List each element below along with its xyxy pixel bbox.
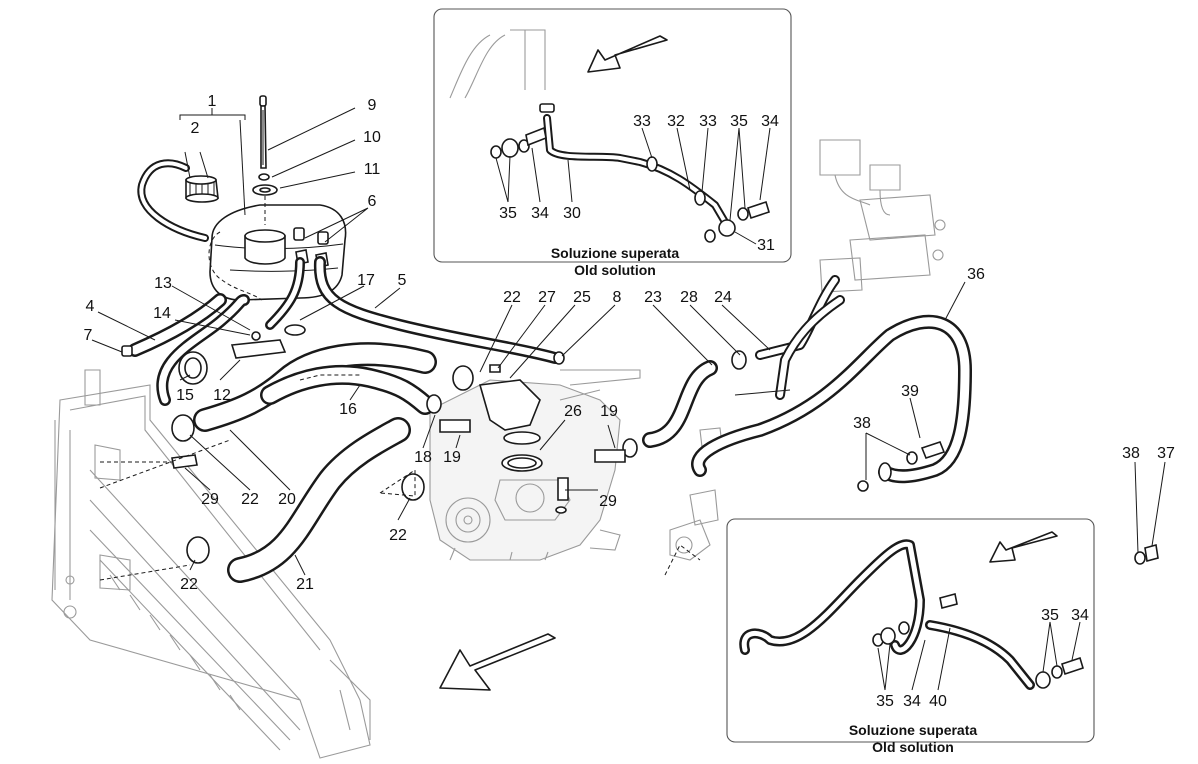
callout-26: 26 bbox=[564, 403, 582, 420]
callout-12: 12 bbox=[213, 387, 231, 404]
hoses bbox=[128, 159, 972, 583]
inset-bottom-callout-34-a: 34 bbox=[903, 693, 921, 710]
radiator-ghost bbox=[51, 369, 371, 759]
inset-top-callout-33-b: 33 bbox=[699, 113, 717, 130]
callout-22-middle: 22 bbox=[389, 527, 407, 544]
inset-top-callout-34-a: 34 bbox=[761, 113, 779, 130]
callout-29-right: 29 bbox=[599, 493, 617, 510]
inset-top-caption-line2: Old solution bbox=[574, 262, 656, 278]
level-sensor-rod bbox=[252, 95, 278, 225]
callout-16: 16 bbox=[339, 401, 357, 418]
callout-labels: 1 2 9 10 11 6 13 17 5 4 14 7 15 12 16 22… bbox=[84, 93, 1175, 710]
callout-24: 24 bbox=[714, 289, 732, 306]
callout-38-right: 38 bbox=[853, 415, 871, 432]
inset-top-callout-34-b: 34 bbox=[531, 205, 549, 222]
bleed-valve-ghost bbox=[669, 427, 723, 561]
callout-23: 23 bbox=[644, 289, 662, 306]
callout-17: 17 bbox=[357, 272, 375, 289]
inset-captions: Soluzione superata Old solution Soluzion… bbox=[551, 245, 978, 755]
inset-top-callout-35-b: 35 bbox=[499, 205, 517, 222]
callout-22-bottom: 22 bbox=[180, 576, 198, 593]
callout-28: 28 bbox=[680, 289, 698, 306]
callout-18: 18 bbox=[414, 449, 432, 466]
callout-39: 39 bbox=[901, 383, 919, 400]
callout-11: 11 bbox=[364, 161, 381, 178]
callout-22-top: 22 bbox=[503, 289, 521, 306]
callout-29-left: 29 bbox=[201, 491, 219, 508]
callout-14: 14 bbox=[153, 305, 171, 322]
callout-4: 4 bbox=[86, 298, 95, 315]
callout-9: 9 bbox=[368, 97, 377, 114]
inset-bottom-callout-35-b: 35 bbox=[1041, 607, 1059, 624]
callout-37: 37 bbox=[1157, 445, 1175, 462]
callout-13: 13 bbox=[154, 275, 172, 292]
callout-38-far-right: 38 bbox=[1122, 445, 1140, 462]
inset-bottom-caption-line1: Soluzione superata bbox=[849, 722, 978, 738]
inset-bottom-callout-34-b: 34 bbox=[1071, 607, 1089, 624]
leader-dashes bbox=[99, 374, 701, 581]
inset-bottom-caption-line2: Old solution bbox=[872, 739, 954, 755]
tank-cap bbox=[185, 175, 219, 203]
callout-6: 6 bbox=[368, 193, 377, 210]
callout-19-left: 19 bbox=[443, 449, 461, 466]
callout-10: 10 bbox=[363, 129, 381, 146]
callout-27: 27 bbox=[538, 289, 556, 306]
inset-top-caption-line1: Soluzione superata bbox=[551, 245, 680, 261]
inset-top-callout-33-a: 33 bbox=[633, 113, 651, 130]
callout-7: 7 bbox=[84, 327, 93, 344]
callout-15: 15 bbox=[176, 387, 194, 404]
inset-bottom-callout-35-a: 35 bbox=[876, 693, 894, 710]
callout-22-left: 22 bbox=[241, 491, 259, 508]
expansion-tank bbox=[208, 204, 347, 301]
inset-top-callout-35-a: 35 bbox=[730, 113, 748, 130]
callout-19-right: 19 bbox=[600, 403, 618, 420]
callout-21: 21 bbox=[296, 576, 314, 593]
heater-valve-ghost bbox=[819, 139, 946, 293]
inset-top bbox=[433, 8, 792, 263]
inset-top-callout-32: 32 bbox=[667, 113, 685, 130]
callout-36: 36 bbox=[967, 266, 985, 283]
inset-bottom bbox=[726, 518, 1095, 743]
direction-arrow-main bbox=[439, 633, 556, 691]
inset-bottom-callout-40: 40 bbox=[929, 693, 947, 710]
callout-1: 1 bbox=[208, 93, 217, 110]
inset-top-callout-31: 31 bbox=[757, 237, 775, 254]
inset-top-callout-30: 30 bbox=[563, 205, 581, 222]
callout-2: 2 bbox=[191, 120, 200, 137]
callout-20: 20 bbox=[278, 491, 296, 508]
clamps bbox=[121, 324, 1159, 565]
callout-8: 8 bbox=[613, 289, 622, 306]
callout-5: 5 bbox=[398, 272, 407, 289]
leader-lines bbox=[91, 107, 1166, 691]
callout-25: 25 bbox=[573, 289, 591, 306]
